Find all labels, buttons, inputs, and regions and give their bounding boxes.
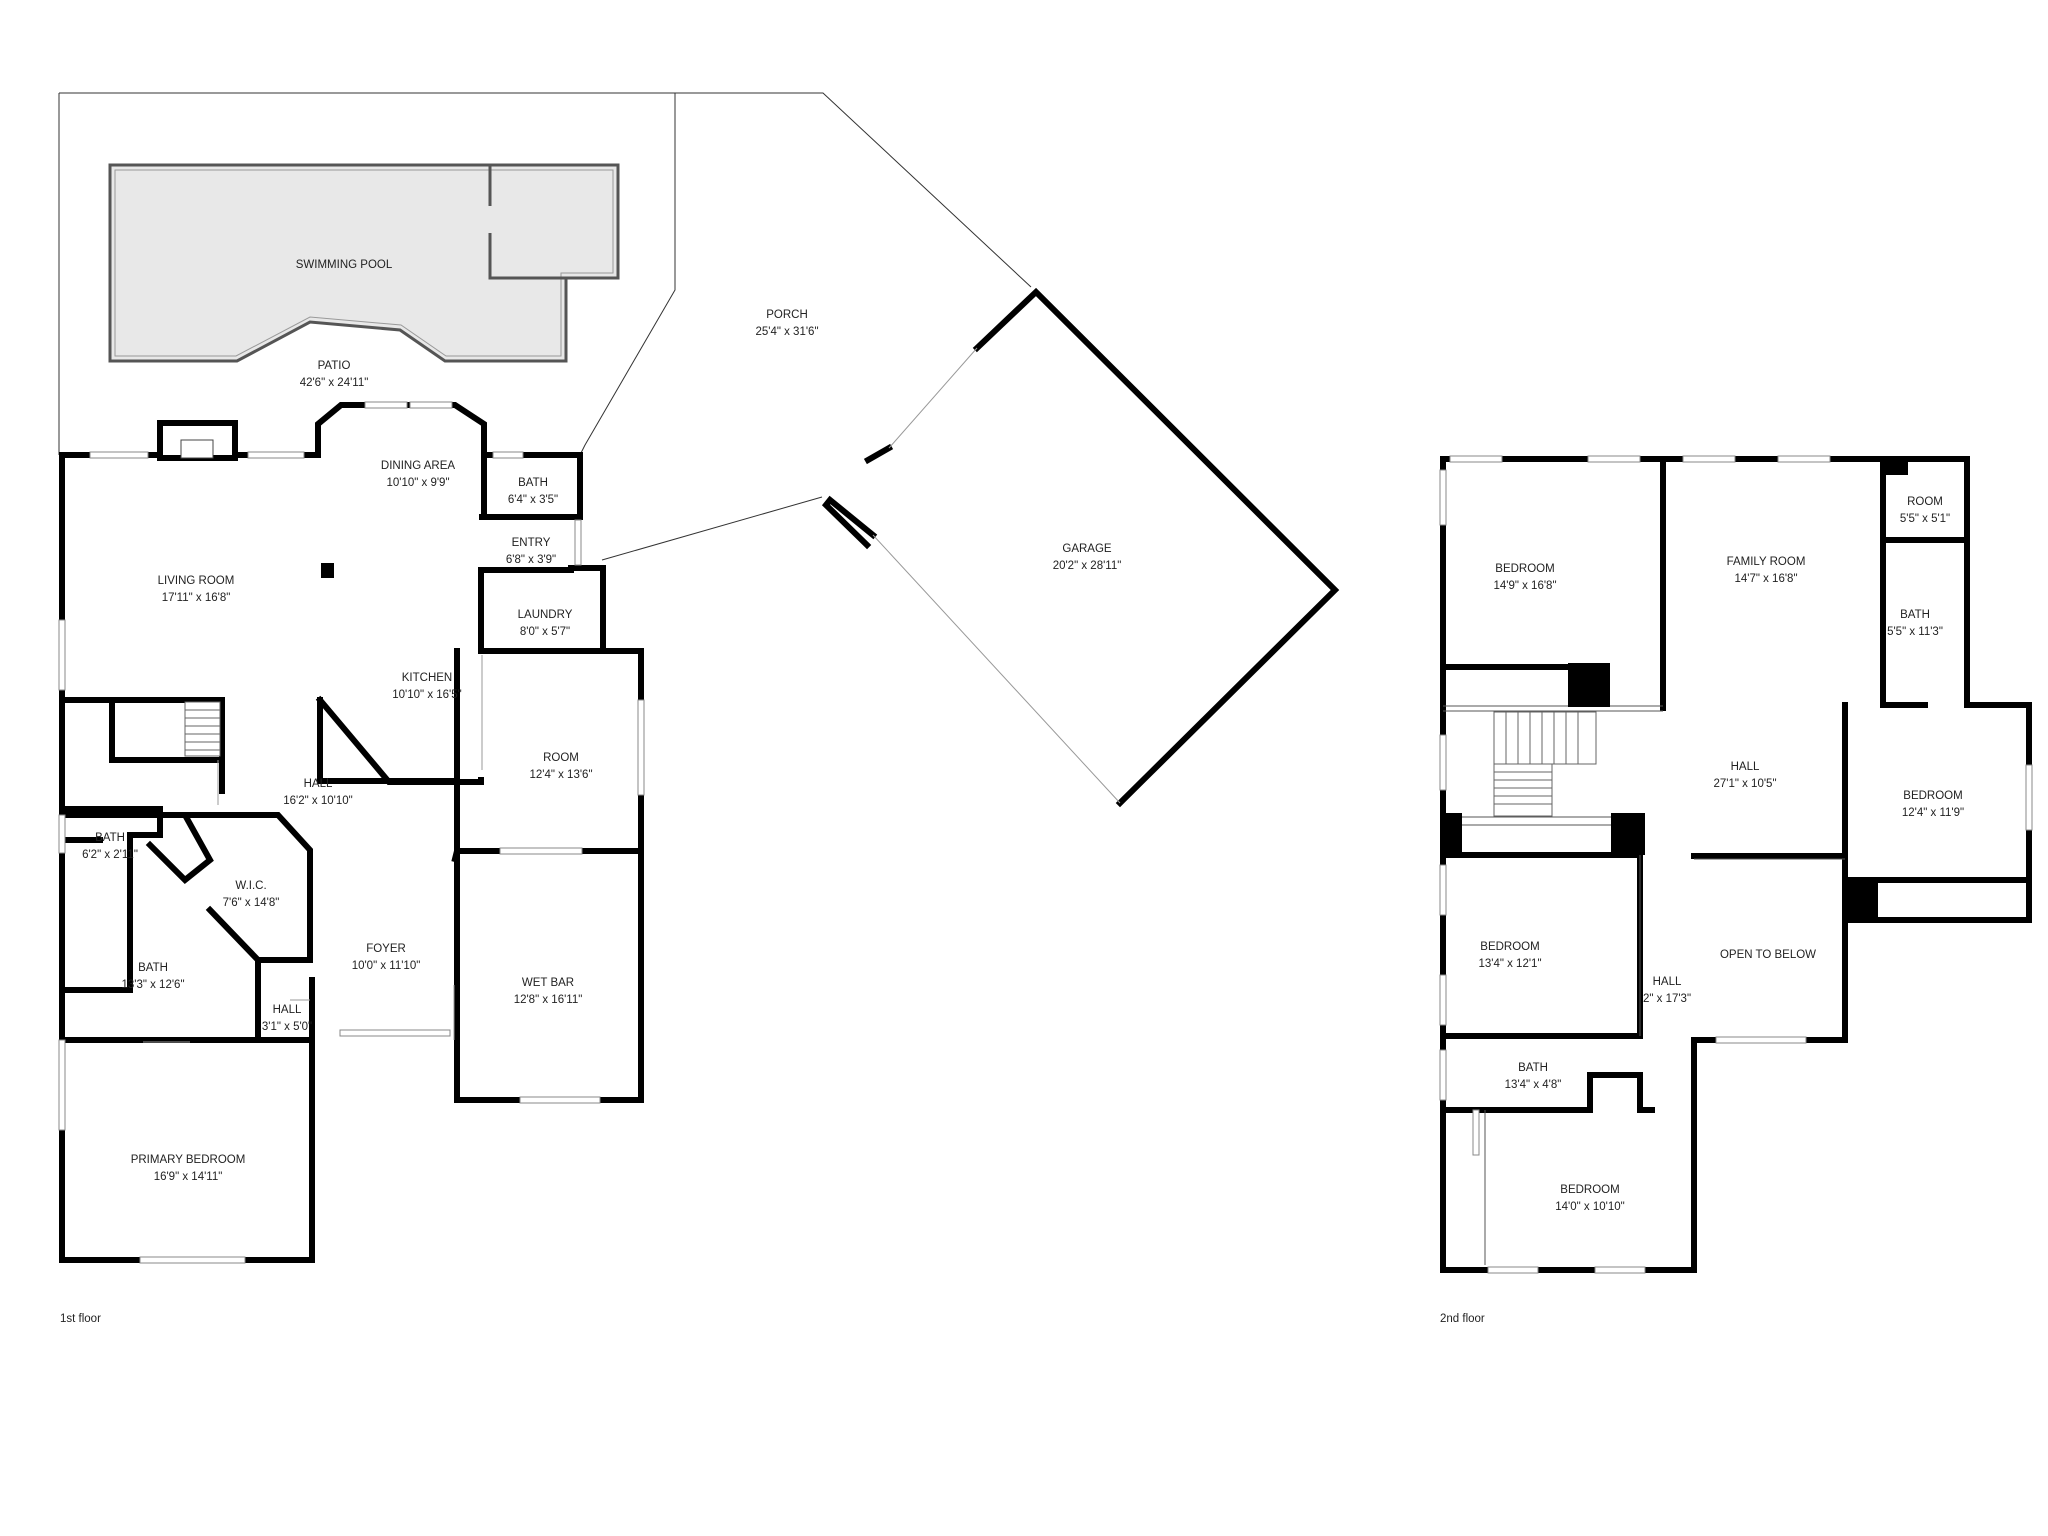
label-bath-hall: BATH (1518, 1062, 1548, 1074)
stair-walls (109, 697, 225, 763)
patio-outline (58, 92, 1032, 561)
label-garage: GARAGE (1062, 543, 1112, 555)
label-bath-upper-dims: 5'5" x 11'3" (1887, 626, 1943, 638)
label-hall-upper-dims: 27'1" x 10'5" (1713, 778, 1776, 790)
label-dining-area: DINING AREA (381, 460, 455, 472)
label-family-room: FAMILY ROOM (1727, 556, 1806, 568)
second-floor-thin-lines (1443, 705, 1845, 1265)
label-family-room-dims: 14'7" x 16'8" (1734, 573, 1797, 585)
stairs-first-floor (184, 701, 221, 757)
label-bath-half-dims: 6'2" x 2'11" (82, 849, 138, 861)
label-room-small: ROOM (1907, 496, 1943, 508)
windows-first-floor (58, 401, 645, 1264)
label-bedroom-3-dims: 13'4" x 12'1" (1478, 958, 1541, 970)
column (321, 563, 334, 578)
fireplace-hearth (180, 439, 214, 459)
label-wet-bar-dims: 12'8" x 16'11" (514, 994, 583, 1006)
label-hall-narrow: HALL (1653, 976, 1682, 988)
label-porch: PORCH (766, 309, 808, 321)
label-bedroom-2: BEDROOM (1903, 790, 1962, 802)
label-dining-area-dims: 10'10" x 9'9" (386, 477, 449, 489)
label-bath-upper: BATH (1900, 609, 1930, 621)
label-bath-primary: BATH (138, 962, 168, 974)
label-bedroom-3: BEDROOM (1480, 941, 1539, 953)
label-hall: HALL (304, 778, 333, 790)
kitchen-counter (315, 695, 484, 785)
label-bath-small: BATH (518, 477, 548, 489)
label-laundry-dims: 8'0" x 5'7" (520, 626, 570, 638)
stairs-second-floor (1493, 711, 1597, 817)
label-bedroom-4: BEDROOM (1560, 1184, 1619, 1196)
room-labels-second-floor: BEDROOM 14'9" x 16'8" FAMILY ROOM 14'7" … (1478, 496, 1964, 1213)
label-bath-half: BATH (95, 832, 125, 844)
label-hall-dims: 16'2" x 10'10" (283, 795, 352, 807)
label-kitchen-dims: 10'10" x 16'5" (392, 689, 461, 701)
pool-step-wall (488, 165, 566, 280)
label-bath-primary-dims: 13'3" x 12'6" (121, 979, 184, 991)
label-hall-small-dims: 3'1" x 5'0" (262, 1021, 312, 1033)
label-wic-dims: 7'6" x 14'8" (223, 897, 280, 909)
label-wic: W.I.C. (235, 880, 266, 892)
label-patio: PATIO (318, 360, 351, 372)
label-bath-hall-dims: 13'4" x 4'8" (1505, 1079, 1562, 1091)
label-bath-small-dims: 6'4" x 3'5" (508, 494, 558, 506)
windows-second-floor (1439, 455, 2033, 1274)
label-foyer-dims: 10'0" x 11'10" (352, 960, 421, 972)
label-bedroom-1: BEDROOM (1495, 563, 1554, 575)
second-floor-blocks (1443, 459, 1908, 920)
label-patio-dims: 42'6" x 24'11" (300, 377, 369, 389)
door-openings-first-floor (143, 655, 483, 1043)
label-room: ROOM (543, 752, 579, 764)
garage-walls (821, 287, 1340, 808)
label-wet-bar: WET BAR (522, 977, 574, 989)
label-porch-dims: 25'4" x 31'6" (755, 326, 818, 338)
first-floor-caption: 1st floor (60, 1313, 101, 1325)
label-room-dims: 12'4" x 13'6" (529, 769, 592, 781)
label-bedroom-4-dims: 14'0" x 10'10" (1555, 1201, 1624, 1213)
label-primary-bedroom-dims: 16'9" x 14'11" (154, 1171, 223, 1183)
label-hall-narrow-dims: 2" x 17'3" (1643, 993, 1691, 1005)
label-foyer: FOYER (366, 943, 406, 955)
label-laundry: LAUNDRY (518, 609, 573, 621)
label-open-to-below: OPEN TO BELOW (1720, 949, 1816, 961)
label-living-room: LIVING ROOM (158, 575, 235, 587)
label-swimming-pool: SWIMMING POOL (296, 259, 393, 271)
garage-door-open (872, 347, 1121, 804)
label-hall-small: HALL (273, 1004, 302, 1016)
label-hall-upper: HALL (1731, 761, 1760, 773)
label-bedroom-1-dims: 14'9" x 16'8" (1493, 580, 1556, 592)
room-labels-first-floor: SWIMMING POOL PATIO 42'6" x 24'11" PORCH… (82, 259, 1121, 1183)
label-entry: ENTRY (512, 537, 551, 549)
label-living-room-dims: 17'11" x 16'8" (162, 592, 231, 604)
label-kitchen: KITCHEN (402, 672, 452, 684)
label-entry-dims: 6'8" x 3'9" (506, 554, 556, 566)
interior-walls (59, 452, 606, 1043)
label-garage-dims: 20'2" x 28'11" (1053, 560, 1122, 572)
pool-inner-edge (114, 169, 614, 357)
label-primary-bedroom: PRIMARY BEDROOM (131, 1154, 246, 1166)
label-room-small-dims: 5'5" x 5'1" (1900, 513, 1950, 525)
label-bedroom-2-dims: 12'4" x 11'9" (1902, 807, 1964, 819)
second-floor-caption: 2nd floor (1440, 1313, 1485, 1325)
first-floor-plan: SWIMMING POOL PATIO 42'6" x 24'11" PORCH… (58, 92, 1340, 1325)
swimming-pool (108, 163, 620, 363)
second-floor-plan: BEDROOM 14'9" x 16'8" FAMILY ROOM 14'7" … (1439, 455, 2033, 1325)
